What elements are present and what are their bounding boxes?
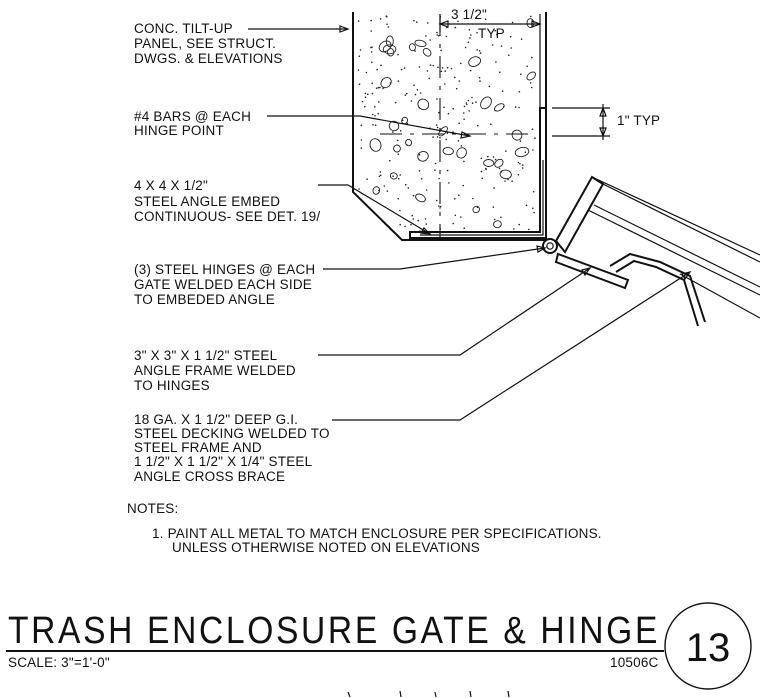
edge-marks xyxy=(347,690,510,698)
callout-frame-line: 3" X 3" X 1 1/2" STEEL xyxy=(134,348,278,363)
callout-panel-line: DWGS. & ELEVATIONS xyxy=(134,51,283,66)
notes: NOTES: 1. PAINT ALL METAL TO MATCH ENCLO… xyxy=(127,501,602,555)
callout-decking-line: 18 GA. X 1 1/2" DEEP G.I. xyxy=(134,412,298,427)
aggregate-stipple xyxy=(357,15,536,232)
callout-hinges-line: TO EMBEDED ANGLE xyxy=(134,292,275,307)
callout-decking: 18 GA. X 1 1/2" DEEP G.I. STEEL DECKING … xyxy=(134,412,330,484)
callout-embed: 4 X 4 X 1/2" STEEL ANGLE EMBED CONTINUOU… xyxy=(134,178,320,224)
callout-frame-line: ANGLE FRAME WELDED xyxy=(134,363,296,378)
detail-number: 13 xyxy=(686,626,731,670)
callout-decking-line: STEEL FRAME AND xyxy=(134,440,262,455)
leader-lines xyxy=(248,25,692,421)
callout-hinges: (3) STEEL HINGES @ EACH GATE WELDED EACH… xyxy=(134,262,315,307)
notes-heading: NOTES: xyxy=(127,501,178,516)
title-block: TRASH ENCLOSURE GATE & HINGE SCALE: 3"=1… xyxy=(6,602,752,690)
callout-hinges-line: (3) STEEL HINGES @ EACH xyxy=(134,262,315,277)
callout-frame: 3" X 3" X 1 1/2" STEEL ANGLE FRAME WELDE… xyxy=(134,348,296,393)
callout-panel-line: CONC. TILT-UP xyxy=(134,21,233,36)
dimension-side: 1" TYP xyxy=(552,104,660,140)
dim-top-typ: TYP xyxy=(478,26,505,41)
callout-panel: CONC. TILT-UP PANEL, SEE STRUCT. DWGS. &… xyxy=(134,21,283,66)
sheet-ref: 10506C xyxy=(610,655,659,670)
embed-angle xyxy=(409,107,547,239)
dim-side-label: 1" TYP xyxy=(617,113,660,128)
note-item: UNLESS OTHERWISE NOTED ON ELEVATIONS xyxy=(172,540,480,555)
callout-hinges-line: GATE WELDED EACH SIDE xyxy=(134,277,312,292)
detail-title: TRASH ENCLOSURE GATE & HINGE xyxy=(8,610,660,652)
callout-bars-line: HINGE POINT xyxy=(134,123,224,138)
callout-embed-line: STEEL ANGLE EMBED xyxy=(134,194,280,209)
callout-decking-line: STEEL DECKING WELDED TO xyxy=(134,426,330,441)
gate-angle-frame xyxy=(554,175,760,290)
callout-embed-line: 4 X 4 X 1/2" xyxy=(134,178,208,193)
note-item: 1. PAINT ALL METAL TO MATCH ENCLOSURE PE… xyxy=(152,526,602,541)
hinge xyxy=(542,238,558,254)
callout-frame-line: TO HINGES xyxy=(134,378,210,393)
callout-embed-line: CONTINUOUS- SEE DET. 19/ xyxy=(134,209,320,224)
callout-decking-line: ANGLE CROSS BRACE xyxy=(134,469,285,484)
scale-label: SCALE: 3"=1'-0" xyxy=(8,655,110,670)
dimension-top: 3 1/2" TYP xyxy=(438,7,542,108)
callout-panel-line: PANEL, SEE STRUCT. xyxy=(134,36,276,51)
detail-number-bubble xyxy=(664,602,752,690)
dim-top-value: 3 1/2" xyxy=(451,7,487,22)
steel-decking xyxy=(587,204,760,327)
callout-bars-line: #4 BARS @ EACH xyxy=(134,109,251,124)
callout-bars: #4 BARS @ EACH HINGE POINT xyxy=(134,109,251,138)
callout-decking-line: 1 1/2" X 1 1/2" X 1/4" STEEL xyxy=(134,454,313,469)
